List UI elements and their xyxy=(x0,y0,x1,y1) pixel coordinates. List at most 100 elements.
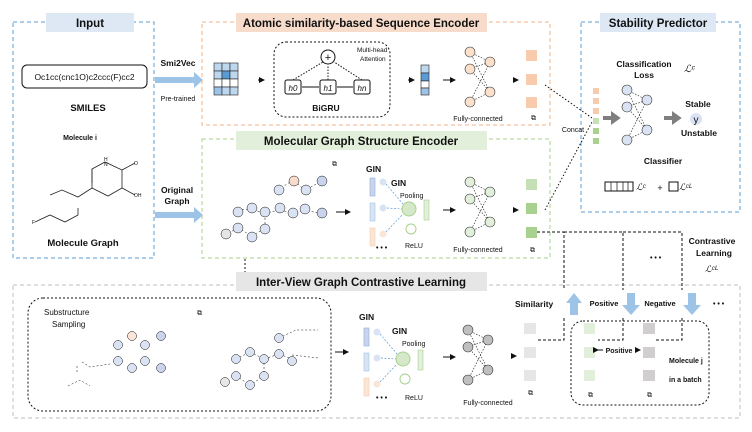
sequence-feature-3 xyxy=(526,97,537,108)
h1-label: h1 xyxy=(324,84,333,93)
relu-label: ReLU xyxy=(405,243,423,250)
graph-gin-block xyxy=(379,178,430,238)
original-label: Original xyxy=(161,185,193,195)
molecule-graph-nodes xyxy=(220,175,328,243)
neuron xyxy=(464,96,476,108)
sequence-vector xyxy=(420,64,430,96)
hn-label: hn xyxy=(358,84,367,93)
graph-fc-label: Fully-connected xyxy=(453,247,503,254)
atom-o: O xyxy=(134,161,138,167)
graph-feature-1 xyxy=(526,179,537,190)
input-panel: Input Oc1cc(cnc1O)c2ccc(F)cc2 SMILES Mol… xyxy=(12,13,155,259)
attention-plus-icon xyxy=(320,49,336,65)
graph-fc-network xyxy=(464,176,496,238)
copy-icon: ⧉ xyxy=(528,390,533,397)
similarity-label: Similarity xyxy=(515,299,554,309)
neuron xyxy=(464,226,476,238)
graph-encoder-panel: Molecular Graph Structure Encoder ⧉ GIN … xyxy=(201,131,551,283)
neuron xyxy=(484,86,496,98)
neuron xyxy=(462,324,474,336)
subgraph-feature-2 xyxy=(524,347,536,358)
negative-label: Negative xyxy=(644,299,675,308)
classifier-label: Classifier xyxy=(644,156,683,166)
more-layers-dots: • • • xyxy=(376,245,388,252)
substructure-label-2: Sampling xyxy=(52,320,85,329)
neuron xyxy=(482,364,494,376)
formula-loss-c: ℒᶜ xyxy=(636,182,646,192)
pooling-node xyxy=(401,201,417,217)
subgraph-feature-1 xyxy=(524,323,536,334)
contrastive-title: Inter-View Graph Contrastive Learning xyxy=(256,277,466,289)
concat-label: Concat xyxy=(562,127,584,134)
neuron xyxy=(621,84,633,96)
graph-feature-2 xyxy=(526,203,537,214)
substructure-sampling-box xyxy=(27,297,332,412)
input-title: Input xyxy=(76,18,104,30)
next-down-arrow xyxy=(683,293,701,315)
copy-icon: ⧉ xyxy=(531,115,536,122)
ellipsis-top: • • • xyxy=(650,255,662,262)
pretrained-label: Pre-trained xyxy=(161,96,196,103)
contrastive-loss-symbol: ℒᶜᴸ xyxy=(705,264,719,274)
neuron xyxy=(462,341,474,353)
neuron xyxy=(641,124,653,136)
contrastive-relu-label: ReLU xyxy=(405,395,423,402)
weight-vector-1 xyxy=(604,181,634,192)
unstable-label: Unstable xyxy=(681,128,717,138)
atom-f: F xyxy=(32,220,35,226)
sequence-fc-label: Fully-connected xyxy=(453,116,503,123)
contrastive-gin-block xyxy=(373,328,424,388)
predictor-title: Stability Predictor xyxy=(609,18,708,30)
contrastive-fc-label: Fully-connected xyxy=(463,400,513,407)
molecule-graph-label: Molecule Graph xyxy=(47,238,118,249)
neuron xyxy=(464,46,476,58)
neuron xyxy=(464,176,476,188)
sequence-encoder-title: Atomic similarity-based Sequence Encoder xyxy=(243,18,480,30)
atom-n: N xyxy=(104,162,108,168)
graph-label: Graph xyxy=(164,196,189,206)
formula-loss-cl: ℒᶜᴸ xyxy=(679,182,693,192)
molecule-structure xyxy=(34,161,136,223)
neuron xyxy=(484,186,496,198)
attention-label-1: Multi-head xyxy=(357,47,388,54)
bigru-block: + Multi-head Attention h0 h1 hn BiGRU xyxy=(273,41,391,118)
classification-loss-symbol: ℒᶜ xyxy=(684,64,695,75)
gin-label-1: GIN xyxy=(366,164,381,174)
copy-icon: ⧉ xyxy=(647,392,652,399)
h0-label: h0 xyxy=(289,84,298,93)
relu-icon xyxy=(405,223,417,235)
positive-up-arrow xyxy=(566,293,582,315)
atom-oh: OH xyxy=(134,193,142,199)
embedding-matrix xyxy=(213,62,239,96)
molecule-j-label: Molecule j xyxy=(669,358,703,365)
stable-label: Stable xyxy=(685,99,711,109)
neuron xyxy=(464,193,476,205)
neuron xyxy=(621,134,633,146)
substructure-view-2 xyxy=(220,329,319,390)
sequence-fc-network xyxy=(464,46,496,108)
graph-encoder-title: Molecular Graph Structure Encoder xyxy=(264,136,459,148)
batch-box xyxy=(570,320,710,406)
stability-predictor-panel: Stability Predictor Concat Classificatio… xyxy=(544,13,741,213)
smi2vec-label: Smi2Vec xyxy=(161,58,196,68)
contrastive-fc-network xyxy=(462,324,494,386)
substructure-label-1: Substructure xyxy=(44,308,90,317)
positive-label: Positive xyxy=(590,299,619,308)
smi2vec-arrow: Smi2Vec Pre-trained xyxy=(155,58,203,103)
sequence-feature-1 xyxy=(526,50,537,61)
relu-icon xyxy=(399,373,411,385)
contrastive-panel: Inter-View Graph Contrastive Learning Co… xyxy=(12,231,741,419)
neuron xyxy=(484,216,496,228)
graph-feature-3 xyxy=(526,227,537,238)
copy-icon: ⧉ xyxy=(332,161,337,168)
atom-nh: H xyxy=(104,157,108,163)
neuron xyxy=(464,63,476,75)
attention-label-2: Attention xyxy=(360,56,386,63)
in-batch-label: in a batch xyxy=(669,377,702,384)
bigru-label: BiGRU xyxy=(312,103,339,113)
classifier-network xyxy=(621,84,653,146)
copy-icon: ⧉ xyxy=(588,392,593,399)
sequence-feature-2 xyxy=(526,74,537,85)
positive-inner-label: Positive xyxy=(606,348,633,355)
